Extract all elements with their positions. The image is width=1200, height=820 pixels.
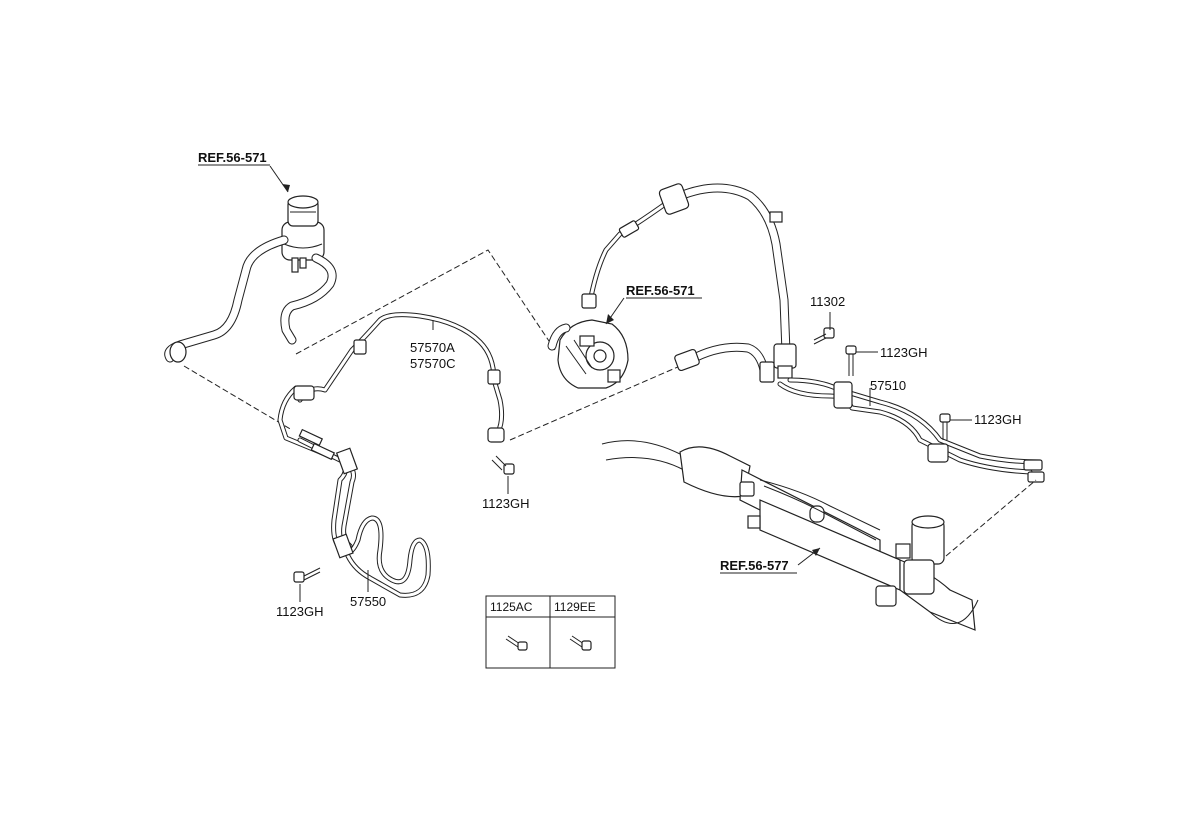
- part-label-57550: 57550: [350, 594, 386, 609]
- leader-line: [945, 479, 1037, 557]
- part-label-1123gh: 1123GH: [276, 604, 323, 619]
- reservoir-return-hose: [280, 253, 337, 345]
- bolt-icon: [569, 635, 592, 651]
- part-label-57510: 57510: [870, 378, 906, 393]
- leader-line: [183, 365, 293, 431]
- return-hose: [674, 342, 775, 383]
- leader-line: [295, 249, 556, 355]
- pressure-hose: [581, 183, 797, 379]
- ref-label-gear: REF.56-577: [720, 558, 789, 573]
- bolt-icon: [293, 567, 321, 583]
- bolt-icon: [491, 455, 515, 475]
- pipe-57550: [277, 385, 431, 598]
- part-label-1123gh: 1123GH: [974, 412, 1021, 427]
- pipe-57510: [777, 377, 1045, 483]
- leader-line: [509, 365, 681, 441]
- power-steering-pump: [547, 319, 629, 389]
- part-label-1123gh: 1123GH: [482, 496, 529, 511]
- steering-gear: [601, 440, 979, 631]
- part-label-57570c: 57570C: [410, 356, 456, 371]
- part-label-1123gh: 1123GH: [880, 345, 927, 360]
- table-header-1125ac: 1125AC: [490, 600, 533, 614]
- fastener-table: 1125AC 1129EE: [485, 595, 616, 669]
- part-label-11302: 11302: [810, 294, 845, 309]
- reservoir: [281, 195, 325, 273]
- bolt-icon: [939, 413, 951, 440]
- label-leaders: [269, 165, 972, 602]
- table-header-1129ee: 1129EE: [554, 600, 596, 614]
- bolt-icon: [845, 345, 857, 376]
- reservoir-supply-hose: [164, 235, 289, 363]
- ref-label-reservoir: REF.56-571: [198, 150, 267, 165]
- bolt-icon: [813, 327, 835, 345]
- pipe-57570: [293, 312, 505, 443]
- bolt-icon: [505, 635, 528, 651]
- part-label-57570a: 57570A: [410, 340, 455, 355]
- ref-label-pump: REF.56-571: [626, 283, 695, 298]
